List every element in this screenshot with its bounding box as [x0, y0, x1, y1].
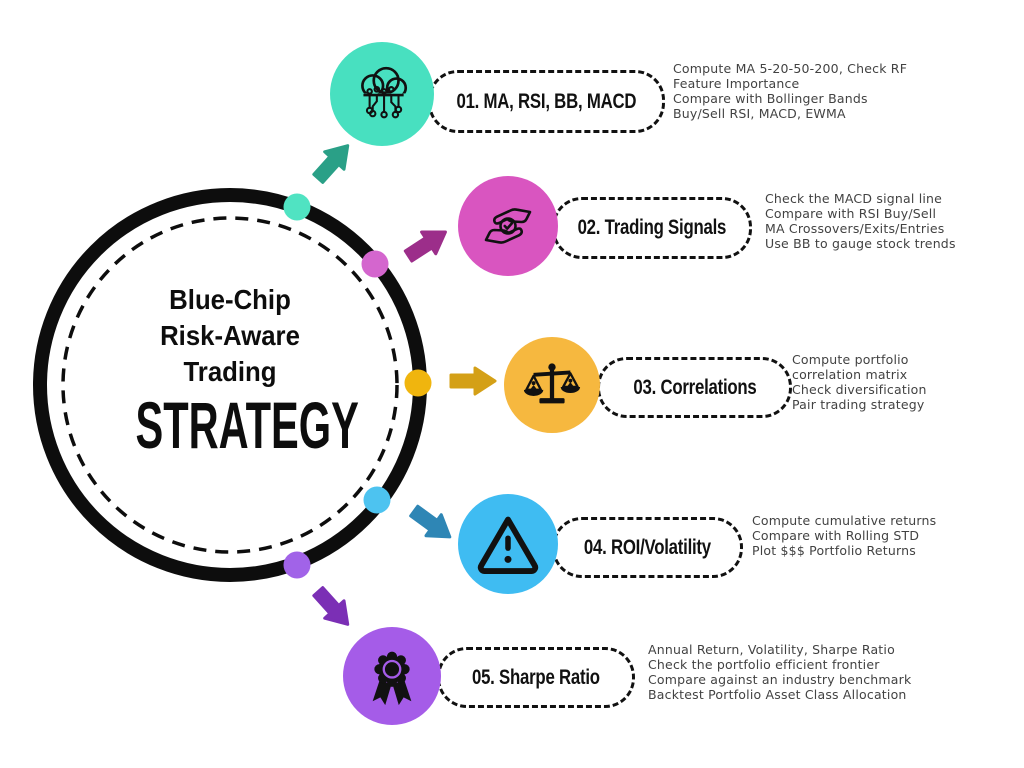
step-3-icon-circle	[504, 337, 600, 433]
arrow-icon-1	[312, 144, 350, 184]
step-5-description: Annual Return, Volatility, Sharpe Ratio …	[648, 642, 912, 702]
step-3-label: 03. Correlations	[632, 375, 757, 399]
connector-dot-2	[361, 250, 389, 278]
step-1-label: 01. MA, RSI, BB, MACD	[456, 89, 637, 113]
center-heading: Blue-Chip Risk-Aware Trading STRATEGY	[80, 282, 380, 462]
ml-cloud-icon	[357, 66, 411, 119]
step-4-label-pill: 04. ROI/Volatility	[552, 517, 743, 578]
step-4-icon-circle	[458, 494, 558, 594]
step-4-description: Compute cumulative returns Compare with …	[752, 513, 937, 558]
strategy-title: STRATEGY	[135, 388, 359, 462]
connector-dot-3	[404, 369, 432, 397]
connector-dot-4	[363, 486, 391, 514]
heading-line-1: Blue-Chip	[169, 284, 291, 315]
step-1-description: Compute MA 5-20-50-200, Check RF Feature…	[673, 61, 908, 121]
arrow-icon-2	[403, 230, 447, 263]
step-5-label: 05. Sharpe Ratio	[472, 665, 600, 689]
arrow-icon-5	[312, 586, 350, 626]
step-2-description: Check the MACD signal line Compare with …	[765, 191, 956, 251]
heading-line-3: Trading	[183, 356, 277, 387]
warning-triangle-icon	[477, 516, 539, 575]
arrow-icon-4	[409, 504, 452, 539]
step-2-label: 02. Trading Signals	[577, 216, 727, 239]
connector-dot-5	[283, 551, 311, 579]
step-1-label-pill: 01. MA, RSI, BB, MACD	[428, 70, 665, 133]
heading-line-2: Risk-Aware	[160, 320, 300, 351]
hands-check-icon	[484, 208, 532, 244]
step-3-label-pill: 03. Correlations	[597, 357, 792, 418]
step-1-icon-circle	[330, 42, 434, 146]
step-2-label-pill: 02. Trading Signals	[552, 197, 752, 259]
step-2-icon-circle	[458, 176, 558, 276]
connector-dot-1	[283, 193, 311, 221]
step-5-icon-circle	[343, 627, 441, 725]
step-4-label: 04. ROI/Volatility	[583, 535, 711, 559]
step-3-description: Compute portfolio correlation matrix Che…	[792, 352, 927, 412]
connector-arrows	[312, 144, 497, 626]
arrow-icon-3	[449, 366, 497, 396]
award-ribbon-icon	[372, 651, 412, 706]
step-5-label-pill: 05. Sharpe Ratio	[437, 647, 635, 708]
strategy-dashed-ring	[61, 216, 399, 554]
balance-scale-icon	[523, 363, 581, 404]
